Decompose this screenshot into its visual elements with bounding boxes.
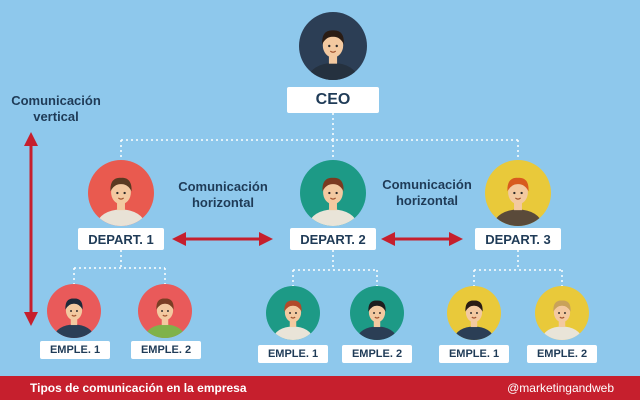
employee-5-avatar <box>447 286 501 340</box>
horizontal-arrow-1 <box>172 232 273 246</box>
ceo-label: CEO <box>287 87 379 113</box>
horizontal-communication-label-1: Comunicación horizontal <box>168 179 278 211</box>
vertical-arrow <box>24 132 38 326</box>
department-2-label: DEPART. 2 <box>290 228 376 250</box>
employee-1-avatar <box>47 284 101 338</box>
department-2-avatar <box>300 160 366 226</box>
employee-1-label: EMPLE. 1 <box>40 341 110 359</box>
employee-3-label: EMPLE. 1 <box>258 345 328 363</box>
horizontal-arrow-2 <box>381 232 463 246</box>
avatars <box>47 12 589 340</box>
employee-3-avatar <box>266 286 320 340</box>
ceo-avatar <box>299 12 367 80</box>
footer-title: Tipos de comunicación en la empresa <box>30 381 247 395</box>
department-3-avatar <box>485 160 551 226</box>
department-1-label: DEPART. 1 <box>78 228 164 250</box>
department-1-avatar <box>88 160 154 226</box>
connectors <box>73 113 563 286</box>
horizontal-label-2-line2: horizontal <box>395 193 459 208</box>
employee-6-label: EMPLE. 2 <box>527 345 597 363</box>
horizontal-label-1-line1: Comunicación <box>178 179 268 194</box>
employee-4-label: EMPLE. 2 <box>342 345 412 363</box>
horizontal-label-1-line2: horizontal <box>191 195 255 210</box>
footer-bar: Tipos de comunicación en la empresa @mar… <box>0 376 640 400</box>
vertical-label-line2: vertical <box>33 109 79 124</box>
employee-2-avatar <box>138 284 192 338</box>
department-3-label: DEPART. 3 <box>475 228 561 250</box>
footer-handle[interactable]: @marketingandweb <box>507 381 614 395</box>
employee-2-label: EMPLE. 2 <box>131 341 201 359</box>
horizontal-label-2-line1: Comunicación <box>382 177 472 192</box>
horizontal-communication-label-2: Comunicación horizontal <box>372 177 482 209</box>
employee-4-avatar <box>350 286 404 340</box>
employee-6-avatar <box>535 286 589 340</box>
vertical-label-line1: Comunicación <box>11 93 101 108</box>
employee-5-label: EMPLE. 1 <box>439 345 509 363</box>
vertical-communication-label: Comunicación vertical <box>4 93 108 125</box>
